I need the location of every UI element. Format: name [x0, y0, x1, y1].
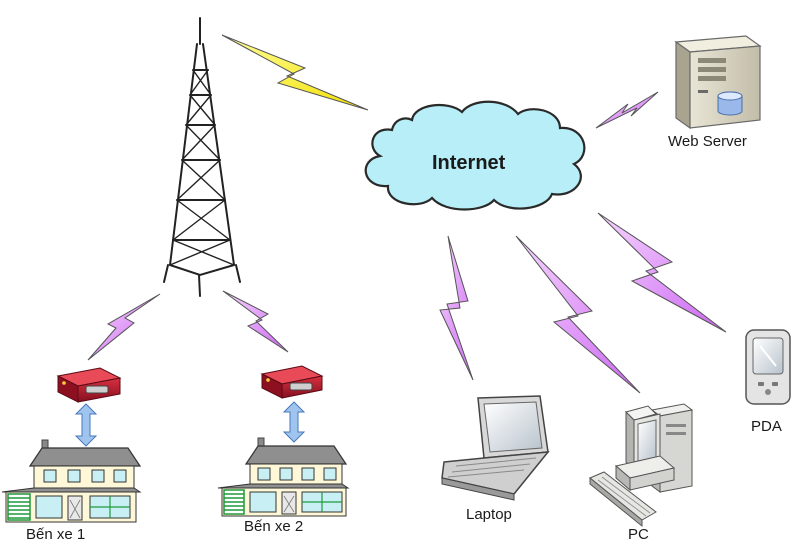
pc-label: PC: [628, 526, 649, 543]
web-server-icon: [674, 35, 762, 130]
wireless-link-internet-laptop: [439, 235, 474, 381]
wireless-link-internet-pc: [515, 235, 641, 394]
internet-label: Internet: [432, 152, 506, 174]
wireless-link-tower-internet: [221, 34, 369, 111]
cell-tower-icon: [163, 17, 241, 297]
bus-station-2-label: Bến xe 2: [244, 518, 304, 535]
connection-arrow-1: [74, 403, 98, 447]
pda-label: PDA: [751, 418, 782, 435]
pc-icon: [589, 403, 694, 528]
connection-arrow-2: [282, 401, 306, 443]
bus-station-1-icon: [1, 439, 142, 523]
wireless-link-internet-webserver: [595, 91, 659, 129]
wireless-link-internet-pda: [597, 212, 727, 333]
bus-station-2-icon: [217, 437, 350, 517]
bus-station-1-label: Bến xe 1: [26, 526, 86, 543]
modem-2-icon: [260, 365, 324, 399]
wireless-link-tower-station-2: [222, 290, 289, 353]
wireless-link-tower-station-1: [87, 293, 161, 361]
internet-cloud-icon: [364, 100, 586, 211]
laptop-label: Laptop: [466, 506, 512, 523]
pda-icon: [745, 329, 791, 405]
laptop-icon: [441, 395, 550, 501]
modem-1-icon: [56, 367, 122, 403]
web-server-label: Web Server: [668, 133, 747, 150]
